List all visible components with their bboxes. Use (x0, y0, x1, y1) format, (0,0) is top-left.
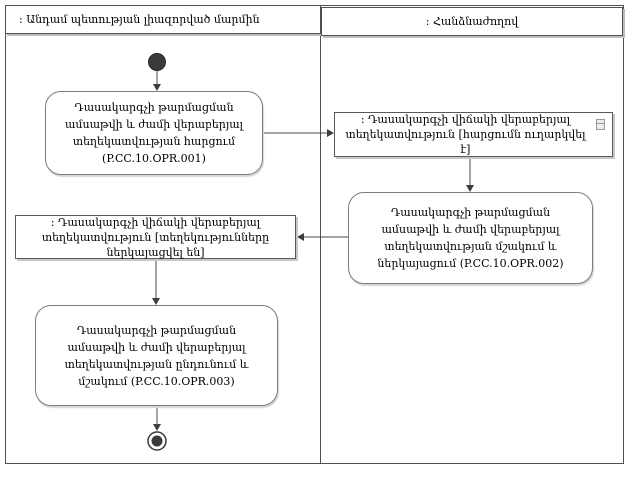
object-label: : Դասակարգչի վիճակի վերաբերյալ տեղեկատվո… (345, 113, 586, 156)
swimlane-header-authorized-body: : Անդամ պետության լիազորված մարմին (5, 5, 321, 34)
action-node-opr-002: Դասակարգչի թարմացման ամսաթվի և ժամի վերա… (348, 192, 593, 284)
object-state-icon (596, 119, 605, 130)
swimlane-divider (320, 5, 321, 464)
action-node-opr-001: Դասակարգչի թարմացման ամսաթվի և ժամի վերա… (45, 91, 263, 175)
action-node-opr-003: Դասակարգչի թարմացման ամսաթվի և ժամի վերա… (35, 305, 278, 406)
swimlane-header-commission: : Հանձնաժողով (321, 7, 623, 36)
swimlane-title: : Հանձնաժողով (425, 15, 519, 28)
action-label: Դասակարգչի թարմացման ամսաթվի և ժամի վերա… (377, 206, 564, 270)
object-node-request-sent: : Դասակարգչի վիճակի վերաբերյալ տեղեկատվո… (334, 112, 613, 157)
action-label: Դասակարգչի թարմացման ամսաթվի և ժամի վերա… (64, 323, 249, 388)
action-label: Դասակարգչի թարմացման ամսաթվի և ժամի վերա… (64, 101, 244, 165)
object-node-info-submitted: : Դասակարգչի վիճակի վերաբերյալ տեղեկատվո… (15, 215, 296, 259)
object-label: : Դասակարգչի վիճակի վերաբերյալ տեղեկատվո… (41, 215, 270, 259)
swimlane-title: : Անդամ պետության լիազորված մարմին (19, 13, 260, 26)
